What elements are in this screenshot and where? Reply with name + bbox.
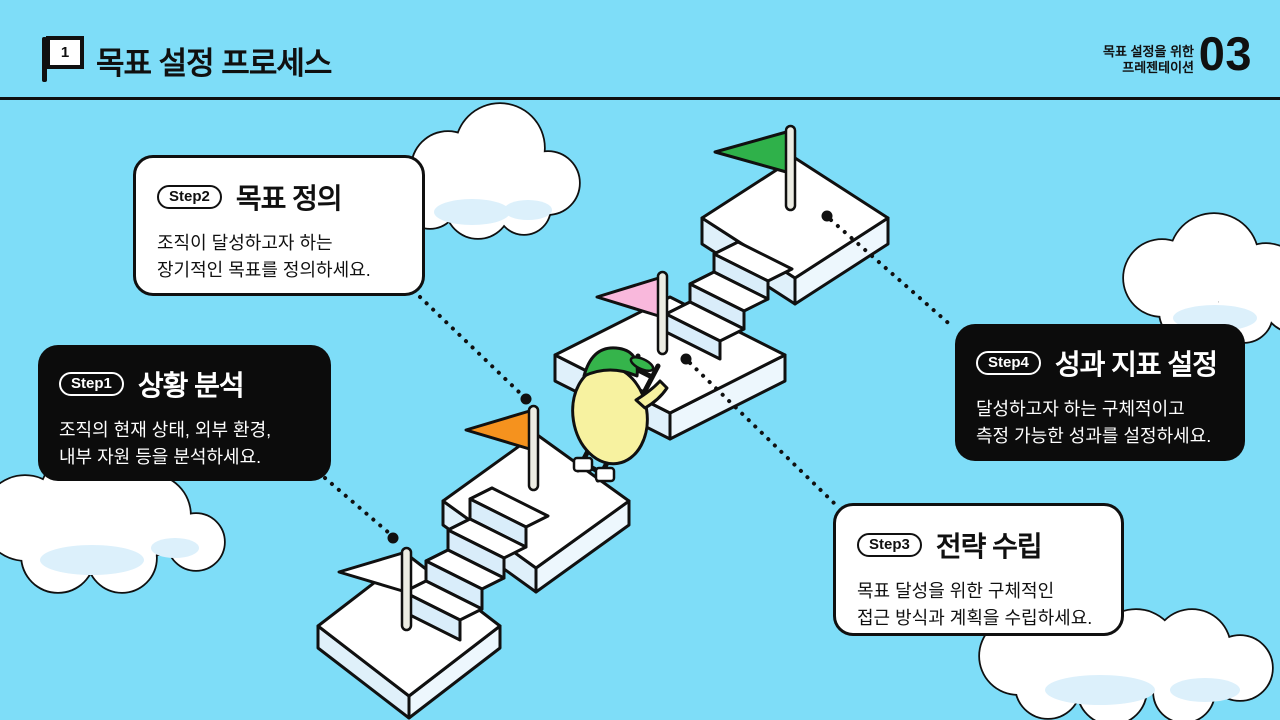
presentation-subtitle: 목표 설정을 위한 프레젠테이션 <box>1103 44 1194 76</box>
connector-step4 <box>821 210 956 330</box>
step3-badge: Step3 <box>857 533 922 557</box>
step3-callout: Step3 전략 수립 목표 달성을 위한 구체적인 접근 방식과 계획을 수립… <box>833 503 1124 636</box>
step3-title: 전략 수립 <box>935 531 1043 562</box>
cloud-right <box>1122 212 1280 344</box>
stairs-lower <box>402 486 550 642</box>
step1-badge: Step1 <box>59 372 124 396</box>
climber-character <box>571 346 669 483</box>
cloud-bottom-right <box>978 590 1274 720</box>
step1-desc-line1: 조직의 현재 상태, 외부 환경, <box>59 420 272 440</box>
step4-callout: Step4 성과 지표 설정 달성하고자 하는 구체적이고 측정 가능한 성과를… <box>955 324 1245 461</box>
connector-step1 <box>323 476 399 544</box>
step2-desc-line1: 조직이 달성하고자 하는 <box>157 233 333 253</box>
step1-desc-line2: 내부 자원 등을 분석하세요. <box>59 447 262 467</box>
flag-step4-green-icon <box>713 124 797 212</box>
page-title: 목표 설정 프로세스 <box>96 46 332 81</box>
subtitle-line2: 프레젠테이션 <box>1122 60 1194 75</box>
header: 1 목표 설정 프로세스 목표 설정을 위한 프레젠테이션 03 <box>0 0 1280 100</box>
cloud-top-center <box>400 102 581 240</box>
step2-description: 조직이 달성하고자 하는 장기적인 목표를 정의하세요. <box>157 230 401 284</box>
step4-description: 달성하고자 하는 구체적이고 측정 가능한 성과를 설정하세요. <box>976 396 1224 450</box>
section-number: 1 <box>46 36 84 69</box>
step4-title: 성과 지표 설정 <box>1054 349 1218 380</box>
step1-callout: Step1 상황 분석 조직의 현재 상태, 외부 환경, 내부 자원 등을 분… <box>38 345 331 481</box>
step2-callout: Step2 목표 정의 조직이 달성하고자 하는 장기적인 목표를 정의하세요. <box>133 155 425 296</box>
flag-number-icon: 1 <box>42 36 84 82</box>
flag-step1-white-icon <box>337 546 413 632</box>
subtitle-line1: 목표 설정을 위한 <box>1103 44 1194 59</box>
step4-desc-line1: 달성하고자 하는 구체적이고 <box>976 399 1185 419</box>
stairs-upper <box>664 240 794 361</box>
flag-step2-orange-icon <box>464 404 540 492</box>
connector-step2 <box>418 295 532 405</box>
connector-step3 <box>680 353 838 507</box>
page-number: 03 <box>1198 27 1252 80</box>
step1-title: 상황 분석 <box>137 370 245 401</box>
flag-pole <box>42 37 47 82</box>
step1-description: 조직의 현재 상태, 외부 환경, 내부 자원 등을 분석하세요. <box>59 417 310 471</box>
step3-desc-line1: 목표 달성을 위한 구체적인 <box>857 581 1055 601</box>
step2-badge: Step2 <box>157 185 222 209</box>
flag-step3-pink-icon <box>595 270 669 356</box>
step3-desc-line2: 접근 방식과 계획을 수립하세요. <box>857 608 1093 628</box>
step2-desc-line2: 장기적인 목표를 정의하세요. <box>157 260 371 280</box>
step2-title: 목표 정의 <box>235 183 343 214</box>
step4-badge: Step4 <box>976 351 1041 375</box>
step4-desc-line2: 측정 가능한 성과를 설정하세요. <box>976 426 1212 446</box>
step3-description: 목표 달성을 위한 구체적인 접근 방식과 계획을 수립하세요. <box>857 578 1100 632</box>
